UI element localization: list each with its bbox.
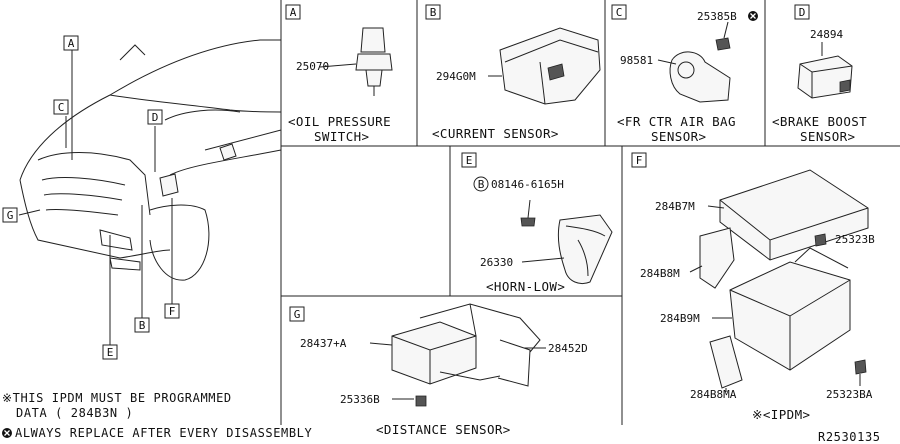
panel-C-label: C xyxy=(616,6,623,19)
part-25336B: 25336B xyxy=(340,393,380,406)
panel-A-caption-1: <OIL PRESSURE xyxy=(288,114,391,129)
part-28452D: 28452D xyxy=(548,342,588,355)
svg-text:E: E xyxy=(107,346,114,359)
panel-D-caption-2: SENSOR> xyxy=(800,129,855,144)
panel-A-caption-2: SWITCH> xyxy=(314,129,369,144)
panel-B: B 294G0M <CURRENT SENSOR> xyxy=(425,4,601,141)
panel-E-label: E xyxy=(466,154,473,167)
part-25385B: 25385B xyxy=(697,10,737,23)
part-25323B: 25323B xyxy=(835,233,875,246)
panel-F-caption-1: ※<IPDM> xyxy=(752,407,810,422)
panel-C-caption-2: SENSOR> xyxy=(651,129,706,144)
panel-D-caption-1: <BRAKE BOOST xyxy=(772,114,867,129)
replace-marker-icon xyxy=(2,428,12,438)
panel-B-caption-1: <CURRENT SENSOR> xyxy=(432,126,559,141)
callout-D-car[interactable]: D xyxy=(147,109,163,125)
part-25070: 25070 xyxy=(296,60,329,73)
part-25323BA: 25323BA xyxy=(826,388,873,401)
part-284B7M: 284B7M xyxy=(655,200,695,213)
part-28437-A: 28437+A xyxy=(300,337,347,350)
replace-marker-icon xyxy=(748,11,758,21)
panel-E: E B 08146-6165H 26330 <HORN-LOW> xyxy=(461,152,613,294)
panel-E-caption-1: <HORN-LOW> xyxy=(486,279,565,294)
svg-text:C: C xyxy=(58,101,65,114)
svg-text:F: F xyxy=(169,305,176,318)
note-ipdm-line1: ※THIS IPDM MUST BE PROGRAMMED xyxy=(2,391,232,405)
panel-F: F 284B7M 25323B 284B8M 284B9M 284B8MA 25… xyxy=(631,152,875,422)
car-overview xyxy=(18,39,282,345)
part-08146-6165H: 08146-6165H xyxy=(491,178,564,191)
part-26330: 26330 xyxy=(480,256,513,269)
panel-B-label: B xyxy=(430,6,437,19)
diagram-id: R2530135 xyxy=(818,430,881,444)
part-284B8M: 284B8M xyxy=(640,267,680,280)
panel-grid xyxy=(280,0,900,425)
panel-G: G 28437+A 28452D 25336B <DISTANCE SENSOR… xyxy=(289,303,588,437)
panel-F-label: F xyxy=(636,154,643,167)
part-24894: 24894 xyxy=(810,28,843,41)
part-98581: 98581 xyxy=(620,54,653,67)
part-294G0M: 294G0M xyxy=(436,70,476,83)
panel-C-caption-1: <FR CTR AIR BAG xyxy=(617,114,736,129)
svg-text:A: A xyxy=(68,37,75,50)
callout-B-car[interactable]: B xyxy=(134,317,150,333)
callout-C-car[interactable]: C xyxy=(53,99,69,115)
callout-G-car[interactable]: G xyxy=(2,207,18,223)
bolt-marker-B: B xyxy=(478,178,485,191)
svg-text:D: D xyxy=(152,111,159,124)
panel-C: C 25385B 98581 <FR CTR AIR BAG SENSOR> xyxy=(611,4,758,144)
part-284B9M: 284B9M xyxy=(660,312,700,325)
part-284B8MA: 284B8MA xyxy=(690,388,737,401)
panel-D-label: D xyxy=(799,6,806,19)
panel-G-label: G xyxy=(294,308,301,321)
callout-E-car[interactable]: E xyxy=(102,344,118,360)
panel-D: D 24894 <BRAKE BOOST SENSOR> xyxy=(772,4,867,144)
svg-text:B: B xyxy=(139,319,146,332)
panel-A: A 25070 <OIL PRESSURE SWITCH> xyxy=(285,4,393,144)
svg-text:G: G xyxy=(7,209,14,222)
callout-F-car[interactable]: F xyxy=(164,303,180,319)
note-ipdm-line2: DATA ( 284B3N ) xyxy=(16,406,133,420)
panel-G-caption-1: <DISTANCE SENSOR> xyxy=(376,422,511,437)
panel-A-label: A xyxy=(290,6,297,19)
note-replace: ALWAYS REPLACE AFTER EVERY DISASSEMBLY xyxy=(15,426,313,440)
callout-A-car[interactable]: A xyxy=(63,35,79,51)
